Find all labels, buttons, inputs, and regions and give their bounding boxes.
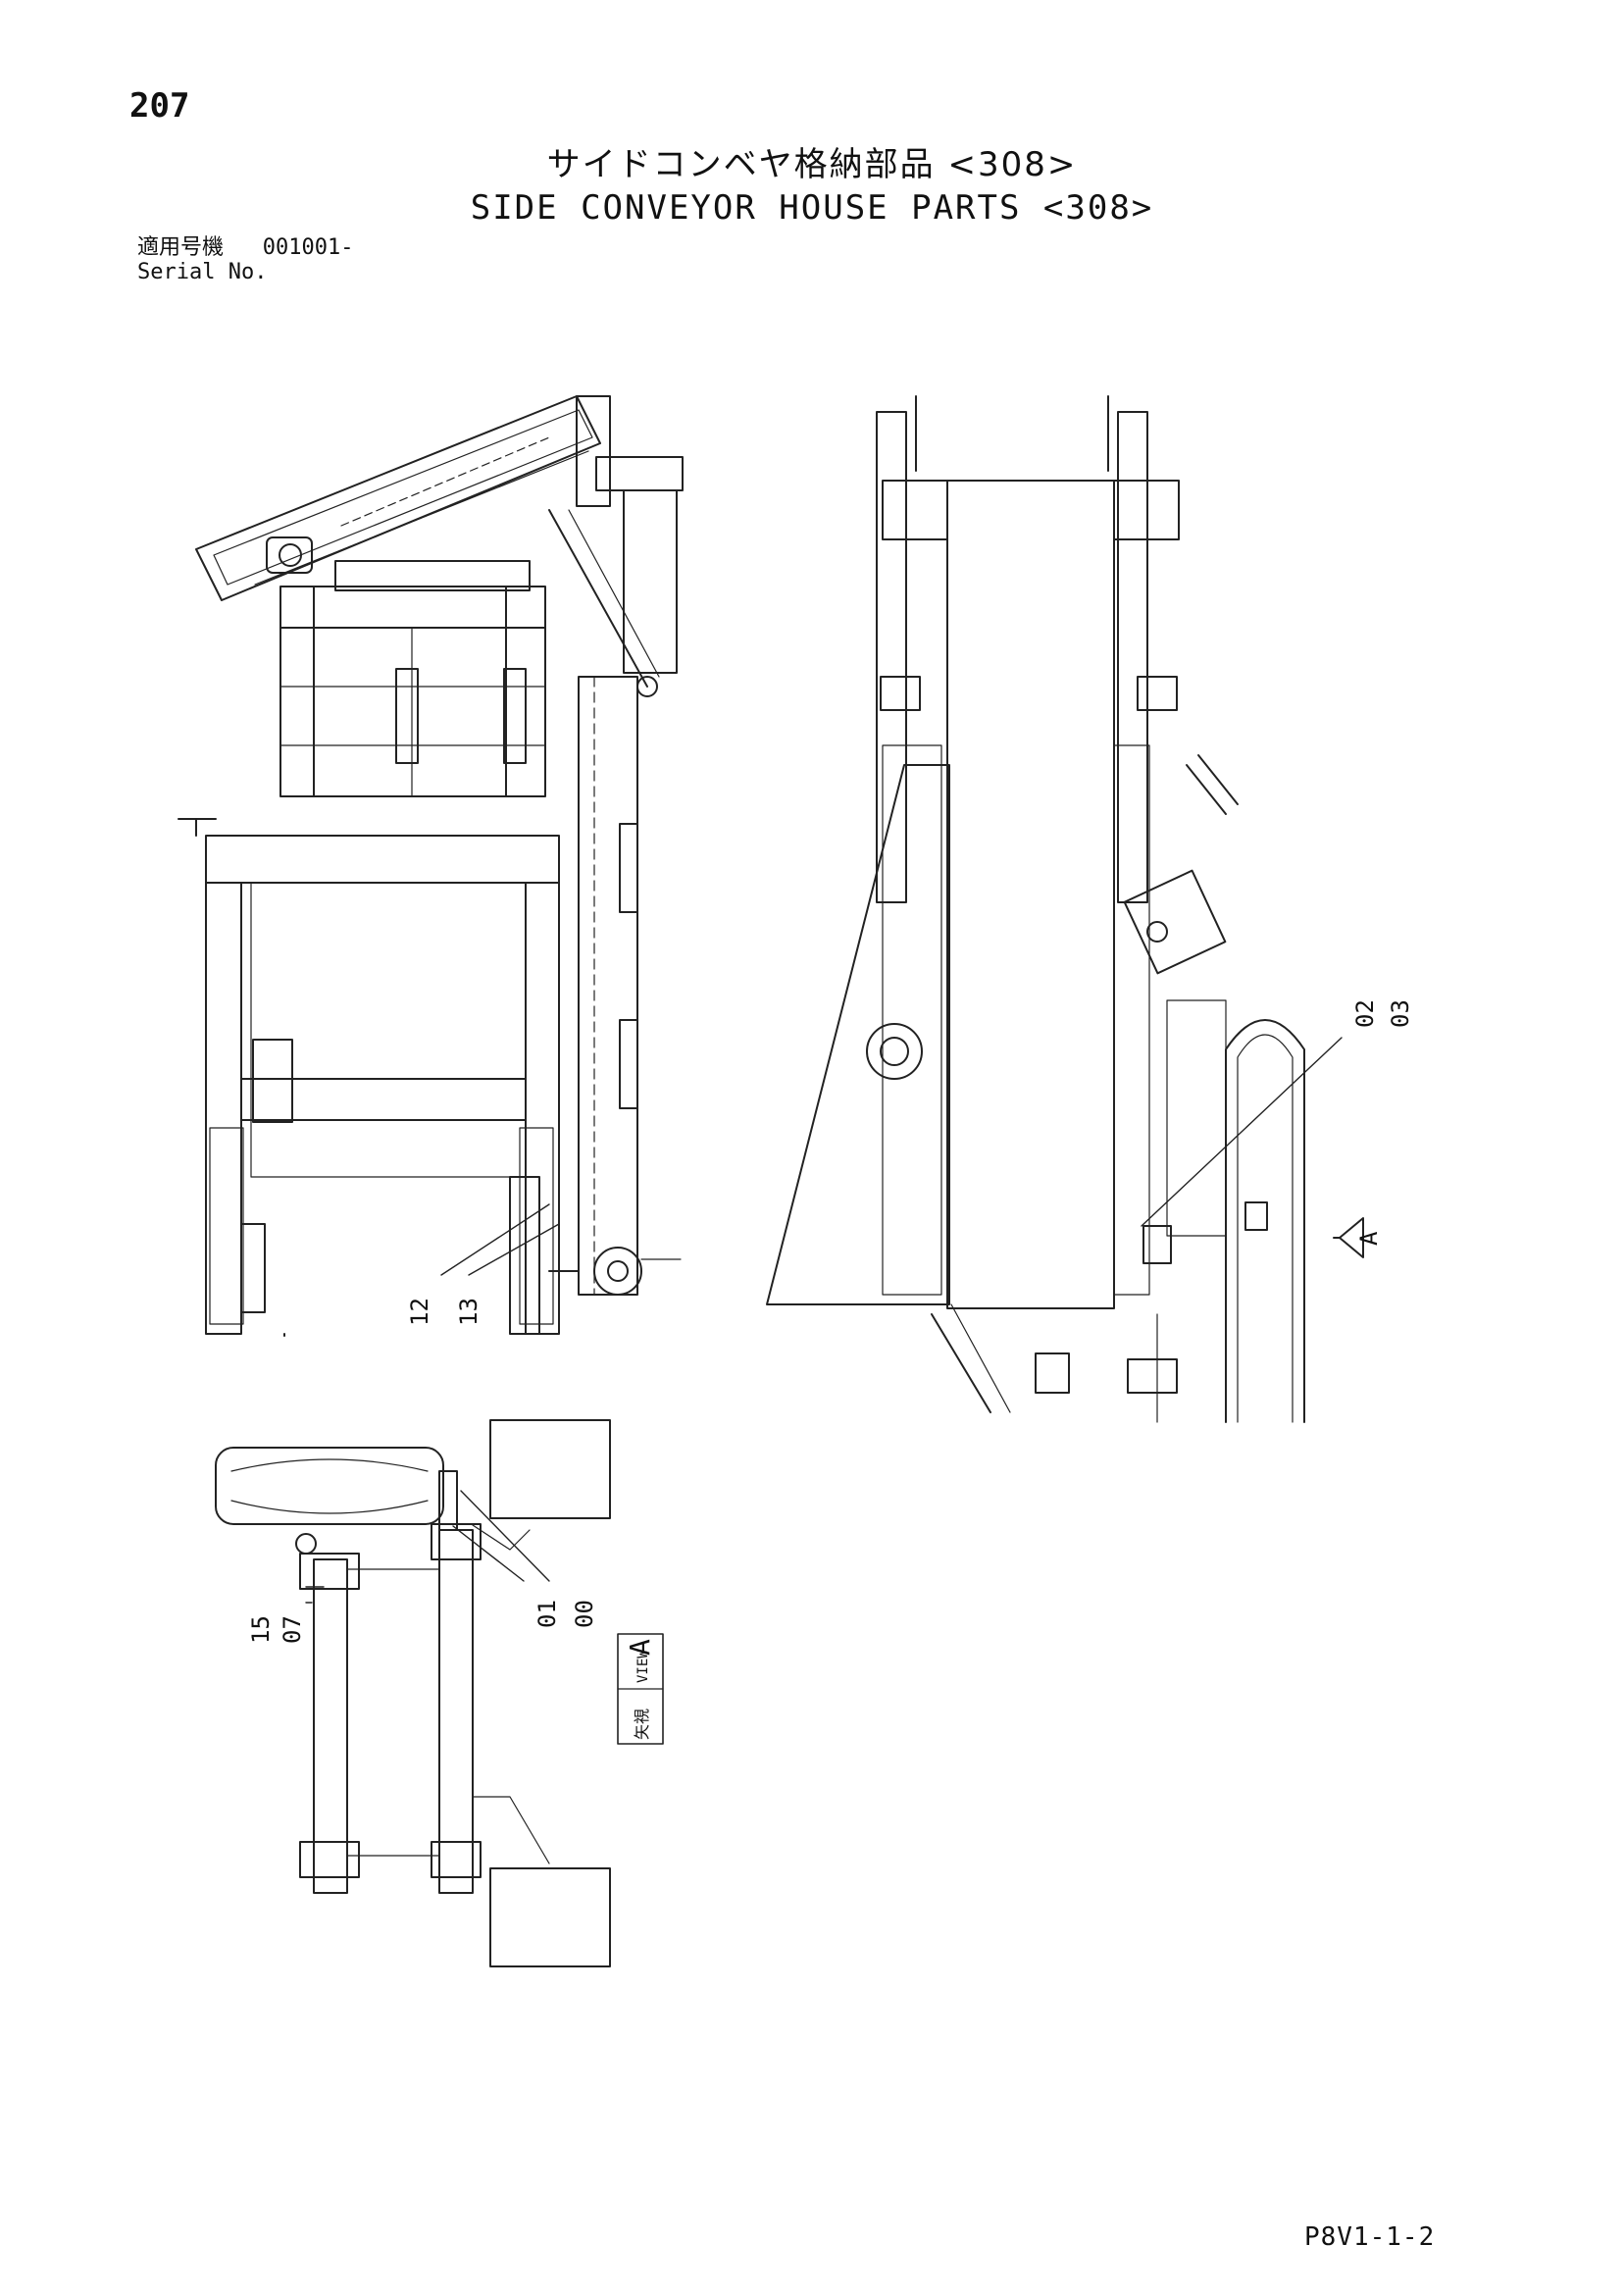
serial-value: 001001- <box>262 235 354 260</box>
callout-02: 02 <box>1351 999 1379 1028</box>
leader-lines <box>305 1037 1343 1604</box>
upper-frame <box>279 586 546 797</box>
page-number: 207 <box>129 86 190 126</box>
tilted-conveyor-housing <box>195 395 601 601</box>
callout-07: 07 <box>279 1615 306 1644</box>
page-code: P8V1-1-2 <box>1304 2222 1436 2252</box>
callout-15: 15 <box>247 1615 275 1644</box>
callout-00: 00 <box>571 1600 598 1628</box>
title-english: SIDE CONVEYOR HOUSE PARTS <308> <box>470 188 1154 228</box>
view-arrow <box>1339 1217 1364 1258</box>
roller-assembly <box>215 1447 444 1525</box>
view-arrow-letter: A <box>1355 1231 1383 1246</box>
serial-label-english: Serial No. <box>137 260 268 284</box>
hose-loop <box>1225 1019 1305 1423</box>
callout-01: 01 <box>533 1600 561 1628</box>
serial-number-block: 適用号機 001001- Serial No. <box>137 235 353 284</box>
drive-pulley <box>593 1247 642 1296</box>
serial-label-japanese: 適用号機 <box>137 235 225 260</box>
view-label-english: VIEW <box>635 1650 651 1683</box>
view-a-detail <box>215 1419 664 1967</box>
front-elevation-view <box>766 395 1364 1423</box>
callout-12: 12 <box>406 1298 433 1326</box>
callout-13: 13 <box>455 1298 482 1326</box>
callout-03: 03 <box>1387 999 1414 1028</box>
title-japanese: サイドコンベヤ格納部品 <308> <box>546 145 1078 184</box>
slanted-side-plate <box>766 764 950 1305</box>
inclined-conveyor-arm <box>578 676 638 1296</box>
view-label-letter: A <box>624 1639 656 1656</box>
view-label-japanese: 矢視 <box>633 1709 651 1740</box>
conveyor-motor <box>266 536 313 574</box>
side-elevation-view <box>178 395 684 1337</box>
right-support-post <box>576 395 611 507</box>
